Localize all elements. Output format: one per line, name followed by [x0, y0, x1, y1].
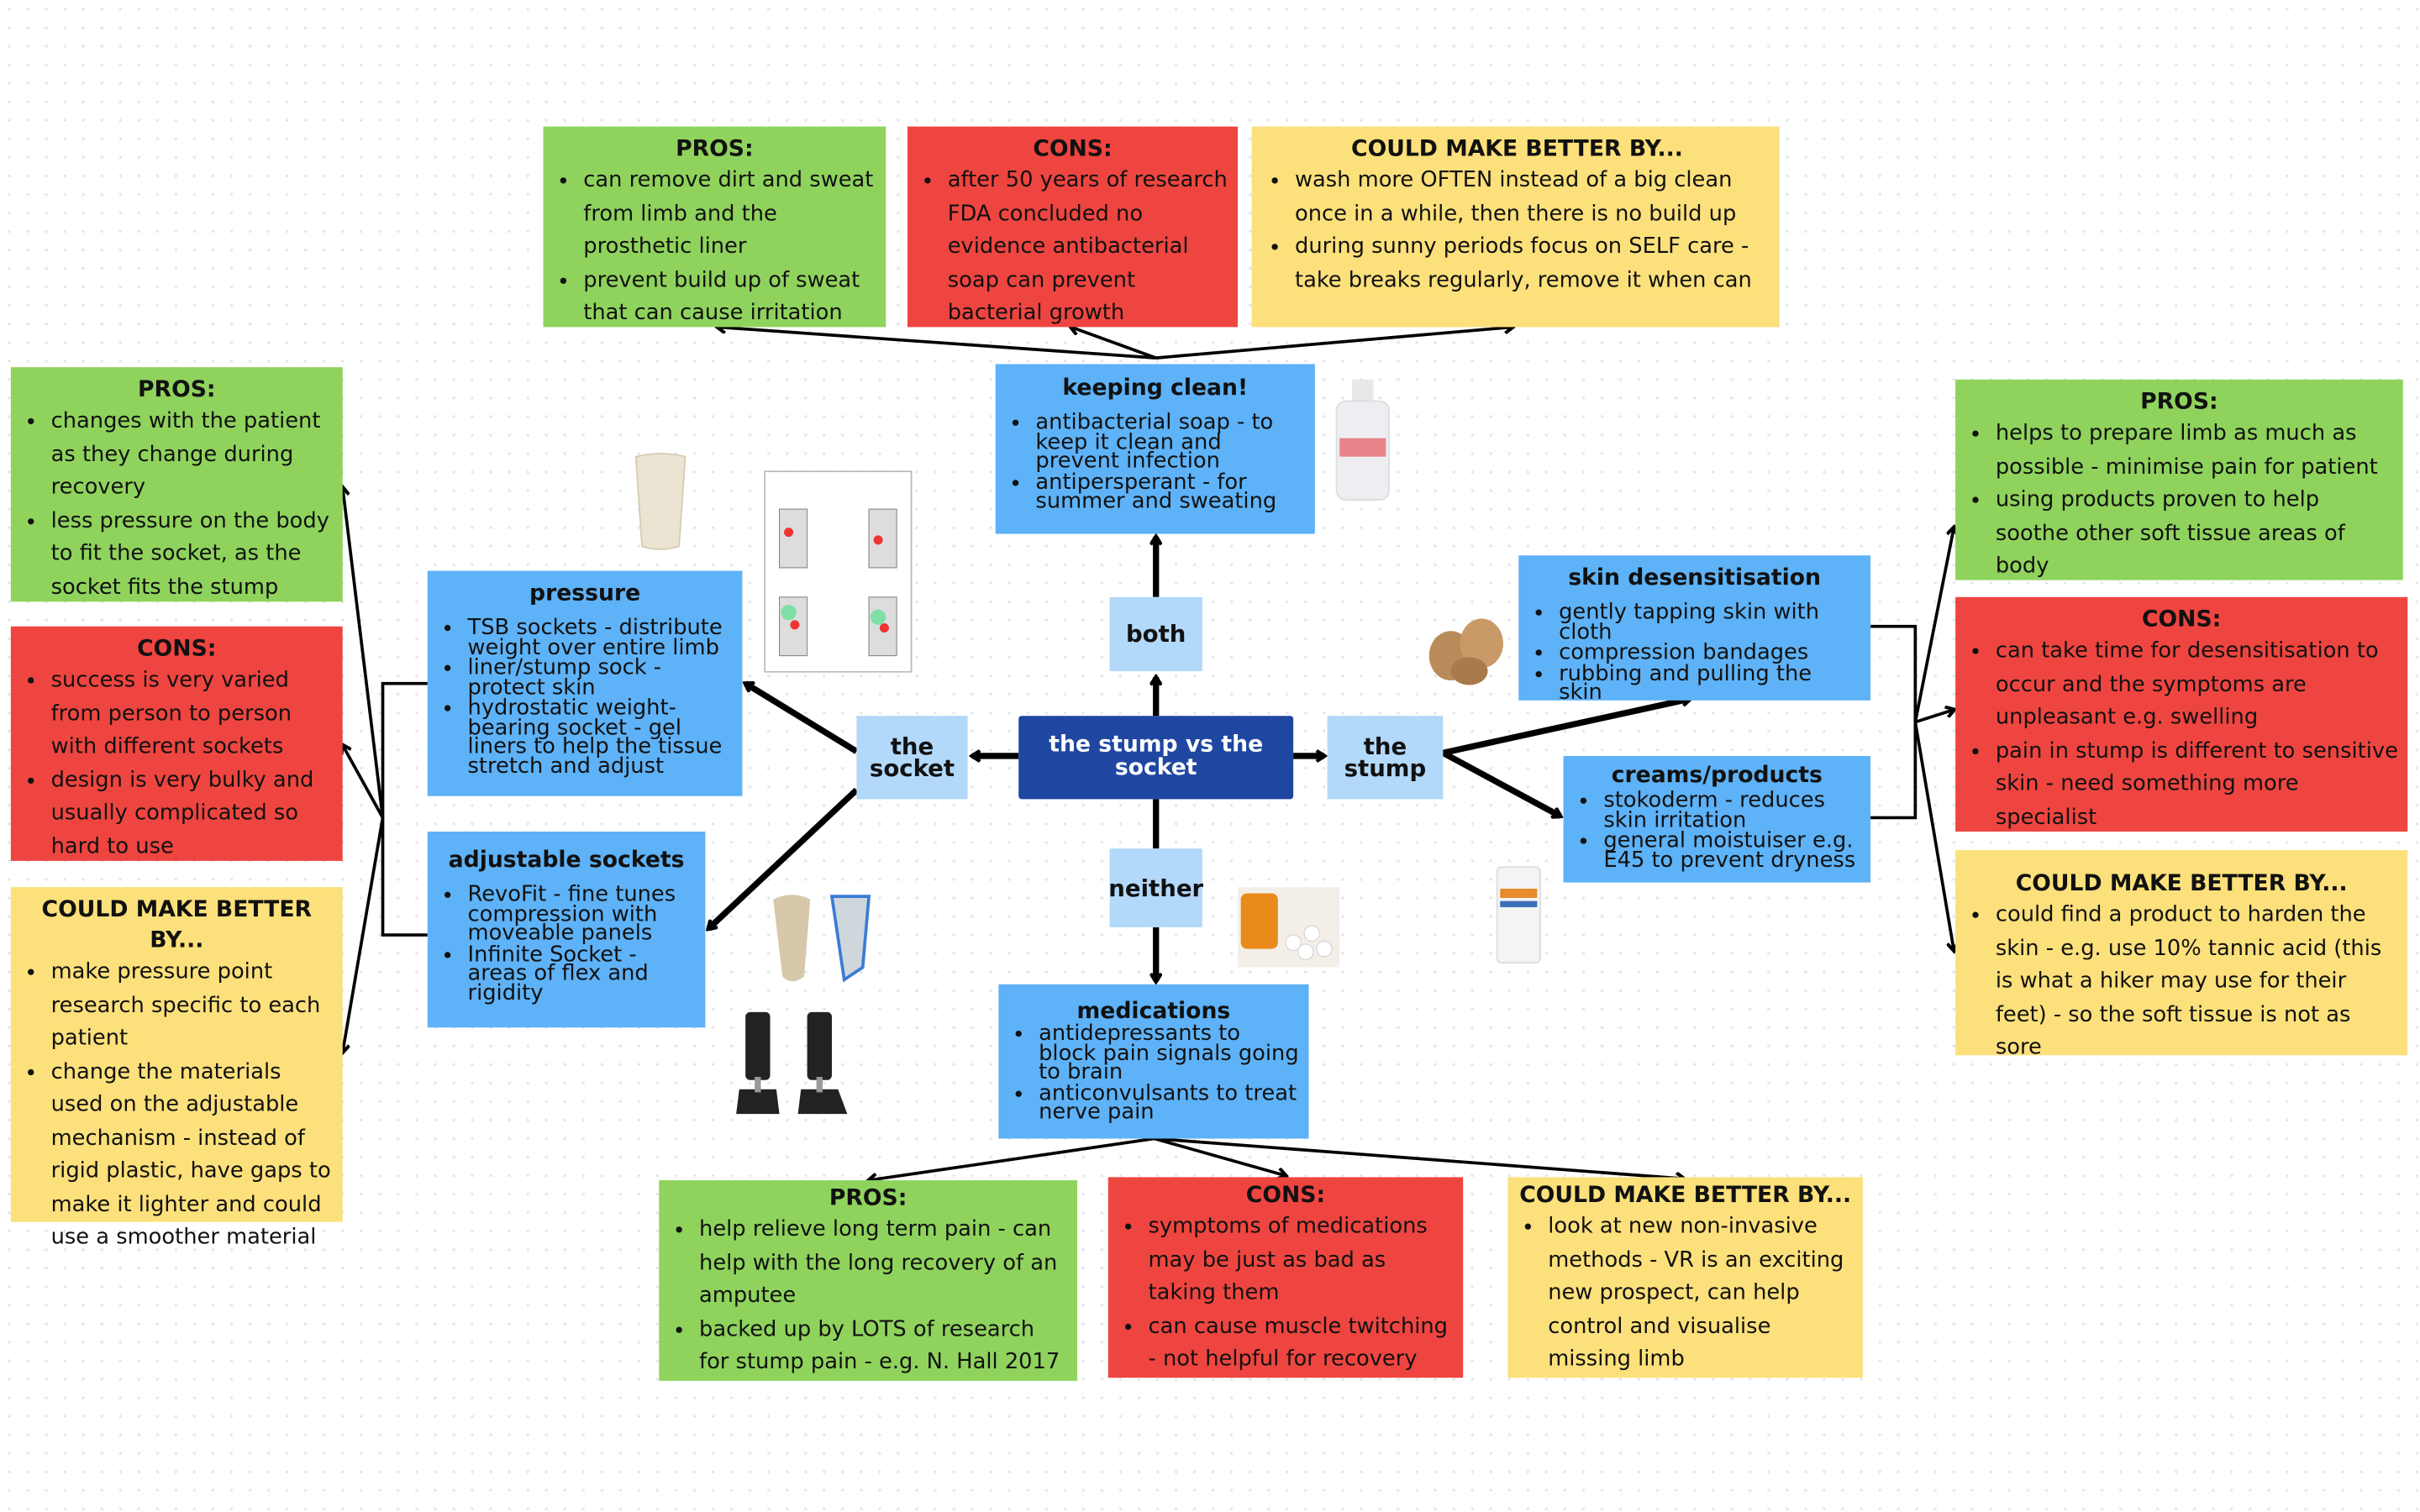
branch-neither: neither — [1108, 848, 1203, 927]
list-item: helps to prepare limb as much as possibl… — [1996, 418, 2394, 485]
stump-better: COULD MAKE BETTER BY... could find a pro… — [1955, 850, 2408, 1060]
branch-both: both — [1109, 596, 1202, 671]
list-item: RevoFit - fine tunes compression with mo… — [468, 885, 697, 944]
list-item: general moistuiser e.g. E45 to prevent d… — [1603, 830, 1861, 871]
list-item: pain in stump is different to sensitive … — [1996, 735, 2398, 834]
list-item: liner/stump sock - protect skin — [468, 657, 734, 698]
cons-title: CONS: — [2141, 607, 2222, 633]
adjustable-socket-photos — [773, 895, 871, 983]
socket-cons: CONS: success is very varied from person… — [10, 626, 343, 864]
topic-title: creams/products — [1611, 764, 1823, 789]
list-item: hydrostatic weight-bearing socket - gel … — [468, 697, 734, 777]
stump-cons: CONS: can take time for desensitisation … — [1955, 596, 2408, 834]
list-item: backed up by LOTS of research for stump … — [699, 1314, 1068, 1380]
cons-title: CONS: — [137, 637, 217, 662]
list-item: TSB sockets - distribute weight over ent… — [468, 617, 734, 659]
list-item: wash more OFTEN instead of a big clean o… — [1295, 165, 1770, 232]
pressure-tolerant-areas-diagram — [764, 470, 913, 673]
creams-products-topic: creams/products stokoderm - reduces skin… — [1563, 755, 1871, 883]
list-item: design is very bulky and usually complic… — [51, 764, 334, 864]
list-item: help relieve long term pain - can help w… — [699, 1214, 1068, 1313]
branch-the-socket: the socket — [856, 716, 968, 800]
list-item: during sunny periods focus on SELF care … — [1295, 232, 1770, 298]
pros-title: PROS: — [829, 1186, 908, 1211]
medications-cons: CONS: symptoms of medications may be jus… — [1107, 1177, 1464, 1378]
list-item: gently tapping skin with cloth — [1559, 601, 1861, 643]
list-item: could find a product to harden the skin … — [1996, 900, 2398, 1065]
list-item: success is very varied from person to pe… — [51, 665, 334, 764]
list-item: stokoderm - reduces skin irritation — [1603, 790, 1861, 831]
list-item: antibacterial soap - to keep it clean an… — [1035, 412, 1305, 472]
list-item: can cause muscle twitching - not helpful… — [1149, 1310, 1455, 1377]
skin-desensitisation-topic: skin desensitisation gently tapping skin… — [1518, 555, 1871, 704]
branch-the-stump: the stump — [1327, 716, 1444, 800]
list-item: rubbing and pulling the skin — [1559, 663, 1861, 704]
topic-title: skin desensitisation — [1568, 566, 1822, 591]
pros-title: PROS: — [2140, 390, 2218, 416]
list-item: make pressure point research specific to… — [51, 957, 334, 1056]
keeping-clean-better: COULD MAKE BETTER BY... wash more OFTEN … — [1251, 126, 1780, 328]
stump-pros: PROS: helps to prepare limb as much as p… — [1955, 379, 2403, 580]
list-item: less pressure on the body to fit the soc… — [51, 506, 334, 605]
better-title: COULD MAKE BETTER BY... — [2015, 871, 2348, 897]
topic-title: adjustable sockets — [448, 848, 685, 874]
list-item: Infinite Socket - areas of flex and rigi… — [468, 943, 697, 1003]
pros-title: PROS: — [138, 377, 216, 403]
topic-title: pressure — [529, 581, 641, 606]
pressure-topic: pressure TSB sockets - distribute weight… — [427, 570, 743, 796]
stokoderm-cream-tube — [1496, 866, 1541, 964]
better-title: COULD MAKE BETTER BY... — [1519, 1183, 1852, 1209]
stump-sock-photo — [634, 453, 687, 550]
adjustable-sockets-topic: adjustable sockets RevoFit - fine tunes … — [427, 831, 706, 1028]
list-item: change the materials used on the adjusta… — [51, 1056, 334, 1255]
cons-title: CONS: — [1033, 137, 1113, 162]
medications-better: COULD MAKE BETTER BY... look at new non-… — [1507, 1177, 1863, 1378]
list-item: using products proven to help soothe oth… — [1996, 485, 2394, 584]
list-item: symptoms of medications may be just as b… — [1149, 1211, 1455, 1310]
socket-better: COULD MAKE BETTER BY... make pressure po… — [10, 887, 343, 1250]
list-item: antipersperant - for summer and sweating — [1035, 471, 1305, 512]
socket-pros: PROS: changes with the patient as they c… — [10, 367, 343, 602]
list-item: anticonvulsants to treat nerve pain — [1039, 1082, 1299, 1123]
list-item: can take time for desensitisation to occ… — [1996, 636, 2398, 735]
list-item: compression bandages — [1559, 643, 1861, 664]
list-item: changes with the patient as they change … — [51, 406, 334, 505]
keeping-clean-cons: CONS: after 50 years of research FDA con… — [907, 126, 1239, 331]
list-item: can remove dirt and sweat from limb and … — [583, 165, 876, 265]
compression-bandage-rolls — [1428, 618, 1503, 685]
list-item: look at new non-invasive methods - VR is… — [1548, 1211, 1854, 1377]
list-item: prevent build up of sweat that can cause… — [583, 265, 876, 331]
list-item: after 50 years of research FDA concluded… — [948, 165, 1228, 331]
pros-title: PROS: — [676, 137, 754, 162]
prosthetic-legs-photo — [736, 1011, 848, 1115]
better-title: COULD MAKE BETTER BY... — [1351, 137, 1683, 162]
keeping-clean-pros: PROS: can remove dirt and sweat from lim… — [543, 126, 886, 331]
antibacterial-soap-bottle — [1335, 379, 1390, 501]
medications-pros: PROS: help relieve long term pain - can … — [659, 1180, 1078, 1381]
list-item: antidepressants to block pain signals go… — [1039, 1023, 1299, 1083]
topic-title: medications — [1076, 1000, 1231, 1025]
medication-pills — [1238, 887, 1340, 968]
medications-topic: medications antidepressants to block pai… — [998, 984, 1309, 1139]
cons-title: CONS: — [1245, 1183, 1326, 1209]
topic-title: keeping clean! — [1062, 376, 1249, 402]
central-topic: the stump vs the socket — [1018, 716, 1294, 800]
better-title: COULD MAKE BETTER BY... — [41, 897, 313, 954]
keeping-clean-topic: keeping clean! antibacterial soap - to k… — [995, 364, 1315, 534]
